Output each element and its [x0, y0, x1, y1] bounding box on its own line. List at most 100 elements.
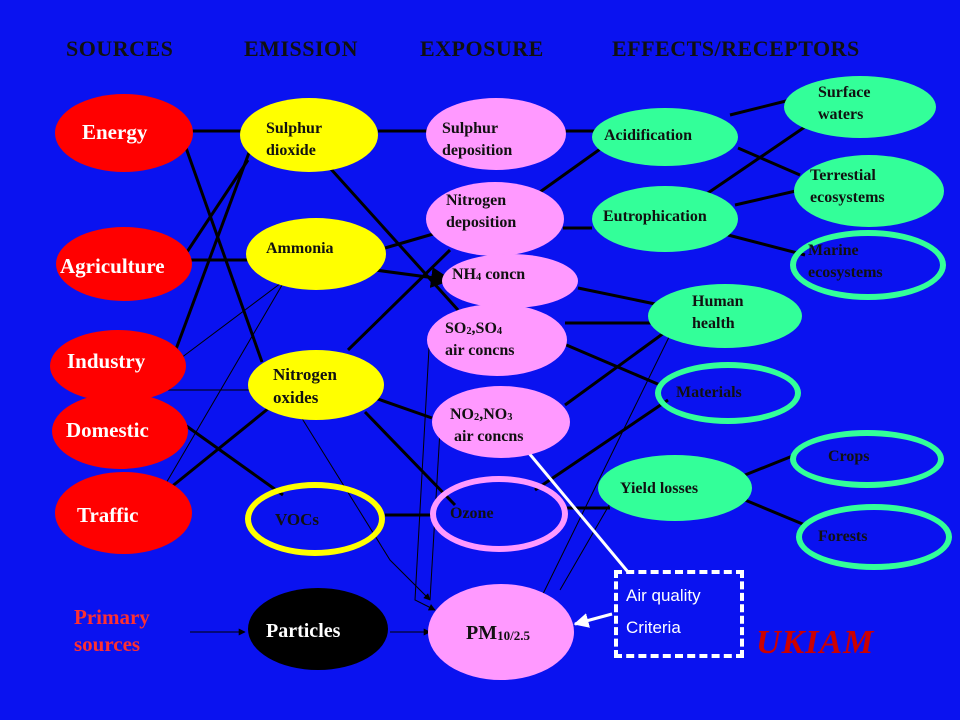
node-human-health — [648, 284, 802, 348]
thin-so-pm — [414, 329, 436, 611]
no-text: NO — [450, 406, 474, 423]
label-nitrogen-oxides: Nitrogen oxides — [273, 364, 337, 410]
header-effects: EFFECTS/RECEPTORS — [612, 36, 860, 61]
link-nitrogen-ozone — [363, 410, 457, 507]
no3-text: ,NO — [479, 406, 508, 423]
label-human-health: Human health — [692, 291, 744, 334]
link-energy-nitrogen — [183, 144, 264, 363]
link-traffic-nitrogen — [169, 393, 286, 490]
node-crops — [790, 430, 944, 488]
node-materials — [655, 362, 801, 424]
surface-line-1: Surface — [818, 84, 871, 101]
link-yield-forests — [744, 498, 806, 527]
thin-traffic-ammonia — [164, 279, 286, 486]
ukiam-logo: UKIAM — [756, 624, 875, 661]
sulphur-line-2: dioxide — [266, 141, 316, 159]
label-so-air-concns: SO2,SO4 air concns — [445, 318, 514, 361]
node-terrestial-ecosystems — [794, 155, 944, 227]
label-materials: Materials — [676, 384, 742, 401]
label-traffic: Traffic — [77, 503, 139, 527]
label-marine-ecosystems: Marine ecosystems — [808, 240, 883, 283]
link-acid-surface — [729, 98, 791, 117]
node-pm — [428, 584, 574, 680]
header-emission: EMISSION — [244, 36, 359, 61]
terrestrial-line-1: Terrestial — [810, 167, 876, 184]
criteria-line-2: Criteria — [626, 618, 681, 638]
label-sulphur-dioxide: Sulphur dioxide — [266, 118, 322, 161]
nitrogen-line-1: Nitrogen — [273, 365, 337, 384]
node-ammonia — [246, 218, 386, 290]
human-line-2: health — [692, 314, 735, 332]
label-nitrogen-deposition: Nitrogen deposition — [446, 190, 516, 233]
thin-pm-human — [539, 334, 671, 601]
link-agri-sulphur — [183, 159, 250, 256]
link-yield-crops — [744, 453, 796, 477]
criteria-arrow-pm — [573, 612, 613, 628]
node-so-air-concns — [427, 304, 567, 376]
link-ndep-acid — [539, 140, 611, 194]
pm-text: PM — [466, 622, 498, 644]
primary-line-1: Primary — [74, 605, 150, 629]
thin-industry-pm — [274, 374, 431, 601]
node-sulphur-deposition — [426, 98, 566, 170]
label-crops: Crops — [828, 448, 870, 465]
label-primary-sources: Primary sources — [74, 604, 150, 659]
nh4-text: NH — [452, 266, 476, 283]
node-ozone — [430, 476, 568, 552]
node-nitrogen-oxides — [248, 350, 384, 420]
so-sub-1: 2 — [466, 326, 472, 337]
no-sub-1: 2 — [474, 412, 480, 423]
label-forests: Forests — [818, 528, 868, 545]
node-yield-losses — [598, 455, 752, 521]
node-nh4-concn — [442, 254, 578, 308]
link-ammonia-nh4 — [374, 267, 453, 288]
link-eutro-terrestrial — [734, 188, 801, 207]
label-acidification: Acidification — [604, 127, 692, 144]
link-nh4-human — [577, 286, 661, 307]
link-eutro-marine — [727, 233, 806, 257]
thin-industry-ammonia — [164, 279, 286, 371]
node-domestic — [52, 393, 188, 469]
label-agriculture: Agriculture — [60, 254, 165, 278]
so-sub-2: 4 — [496, 326, 503, 337]
so4-text: ,SO — [471, 320, 497, 337]
node-agriculture — [56, 227, 192, 301]
link-so-materials — [549, 336, 661, 387]
terrestrial-line-2: ecosystems — [810, 188, 885, 206]
label-surface-waters: Surface waters — [818, 82, 870, 125]
sulphur-line-1: Sulphur — [266, 120, 323, 137]
marine-line-1: Marine — [808, 242, 859, 259]
no-line-1: NO2,NO3 — [450, 404, 523, 426]
pm-sub: 10/2.5 — [497, 628, 530, 643]
label-terrestial-ecosystems: Terrestial ecosystems — [810, 165, 885, 208]
label-nh4-concn: NH4 concn — [452, 264, 525, 286]
label-vocs: VOCs — [275, 510, 320, 529]
link-nitrogen-ndep — [346, 248, 452, 352]
label-energy: Energy — [82, 120, 148, 144]
node-eutrophication — [592, 186, 738, 252]
no-line-2: air concns — [454, 427, 524, 445]
sdep-line-2: deposition — [442, 141, 513, 159]
link-industry-sulphur — [170, 149, 252, 361]
link-no-human — [564, 328, 669, 407]
air-quality-criteria-box — [614, 570, 744, 658]
label-eutrophication: Eutrophication — [603, 208, 707, 225]
nh4-concn-text: concn — [481, 266, 526, 283]
link-domestic-vocs — [184, 423, 284, 497]
node-forests — [796, 504, 952, 570]
node-surface-waters — [784, 76, 936, 138]
so-line-1: SO2,SO4 — [445, 318, 514, 340]
label-ammonia: Ammonia — [266, 240, 334, 257]
label-pm: PM10/2.5 — [466, 620, 530, 647]
thin-pm-yield — [559, 494, 616, 591]
label-air-quality-criteria: Air quality Criteria — [626, 580, 701, 645]
node-industry — [50, 330, 186, 402]
label-no-air-concns: NO2,NO3 air concns — [450, 404, 523, 447]
surface-line-2: waters — [818, 105, 864, 123]
label-domestic: Domestic — [66, 418, 149, 442]
marine-line-2: ecosystems — [808, 263, 883, 281]
link-nitrogen-noair — [374, 396, 433, 420]
label-sulphur-deposition: Sulphur deposition — [442, 118, 512, 161]
ndep-line-2: deposition — [446, 213, 517, 231]
